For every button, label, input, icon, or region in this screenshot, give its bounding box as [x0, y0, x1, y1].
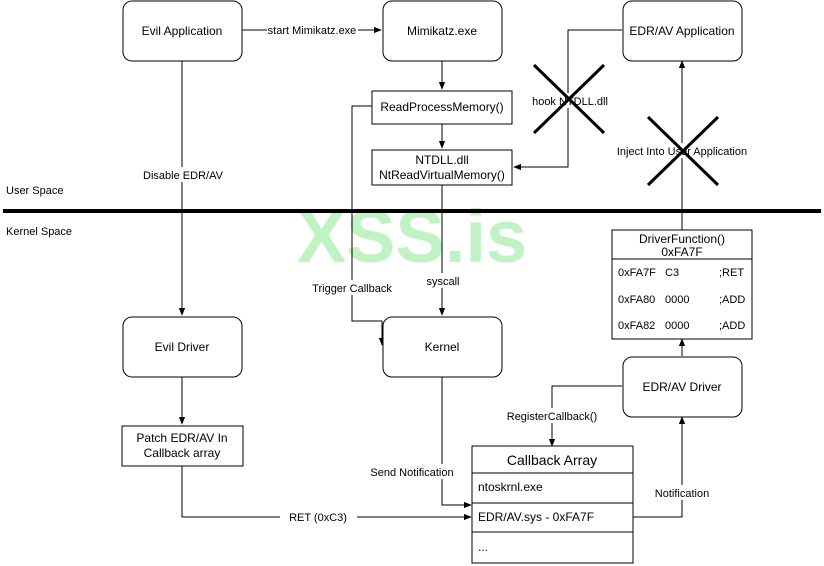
row-bytes: 0000	[665, 294, 689, 306]
row-bytes: 0000	[665, 320, 689, 332]
patch-callback-label-line1: Patch EDR/AV In	[136, 431, 227, 445]
mimikatz-node: Mimikatz.exe	[382, 0, 503, 62]
kernel-label: Kernel	[425, 340, 460, 354]
edge-register-callback	[548, 385, 622, 447]
callback-array-title: Callback Array	[507, 452, 597, 468]
label-syscall: syscall	[426, 276, 459, 288]
ntdll-node: NTDLL.dll NtReadVirtualMemory()	[371, 149, 513, 186]
label-ret: RET (0xC3)	[289, 512, 347, 524]
label-send-notification: Send Notification	[370, 467, 453, 479]
edr-application-node: EDR/AV Application	[622, 0, 743, 62]
ntdll-label-line2: NtReadVirtualMemory()	[379, 168, 505, 182]
ntdll-label-line1: NTDLL.dll	[415, 153, 468, 167]
evil-application-label: Evil Application	[142, 24, 223, 38]
label-disable-edr: Disable EDR/AV	[143, 170, 224, 182]
row-op: ;ADD	[719, 294, 745, 306]
row-bytes: C3	[665, 267, 679, 279]
driver-function-title-line1: DriverFunction()	[639, 232, 725, 246]
read-process-memory-node: ReadProcessMemory()	[371, 90, 513, 125]
callback-array-row: EDR/AV.sys - 0xFA7F	[478, 510, 594, 524]
edge-send-notification	[441, 377, 472, 509]
edr-driver-node: EDR/AV Driver	[622, 356, 743, 418]
row-addr: 0xFA7F	[618, 267, 656, 279]
driver-function-table: DriverFunction() 0xFA7F 0xFA7F C3 ;RET 0…	[611, 229, 753, 340]
label-start-mimikatz: start Mimikatz.exe	[268, 25, 357, 37]
row-op: ;ADD	[719, 320, 745, 332]
kernel-space-label: Kernel Space	[6, 226, 72, 238]
patch-callback-label-line2: Callback array	[144, 446, 221, 460]
driver-function-row: 0xFA82 0000 ;ADD	[618, 320, 745, 332]
kernel-node: Kernel	[382, 316, 503, 378]
edge-ret	[181, 466, 472, 521]
blocked-hook-cross-icon	[532, 63, 606, 135]
label-register-callback: RegisterCallback()	[507, 411, 597, 423]
user-space-label: User Space	[6, 185, 63, 197]
evil-application-node: Evil Application	[122, 0, 243, 62]
driver-function-title-line2: 0xFA7F	[661, 245, 702, 259]
edge-notification	[633, 416, 686, 518]
row-addr: 0xFA82	[618, 320, 655, 332]
edge-trigger-callback	[351, 105, 386, 346]
mimikatz-label: Mimikatz.exe	[407, 24, 477, 38]
callback-array-row: ...	[478, 540, 488, 554]
patch-callback-node: Patch EDR/AV In Callback array	[121, 425, 244, 467]
watermark: XSS.is	[297, 195, 527, 278]
edr-application-label: EDR/AV Application	[629, 24, 734, 38]
blocked-inject-cross-icon	[646, 115, 720, 187]
evil-driver-label: Evil Driver	[155, 340, 210, 354]
callback-array-table: Callback Array ntoskrnl.exe EDR/AV.sys -…	[471, 445, 634, 564]
read-process-memory-label: ReadProcessMemory()	[380, 100, 503, 114]
label-trigger-callback: Trigger Callback	[312, 283, 392, 295]
evil-driver-node: Evil Driver	[122, 316, 243, 378]
callback-array-row: ntoskrnl.exe	[478, 480, 543, 494]
edr-driver-label: EDR/AV Driver	[642, 380, 721, 394]
row-addr: 0xFA80	[618, 294, 655, 306]
label-notification: Notification	[655, 488, 709, 500]
driver-function-row: 0xFA80 0000 ;ADD	[618, 294, 745, 306]
row-op: ;RET	[719, 267, 744, 279]
driver-function-row: 0xFA7F C3 ;RET	[618, 267, 744, 279]
